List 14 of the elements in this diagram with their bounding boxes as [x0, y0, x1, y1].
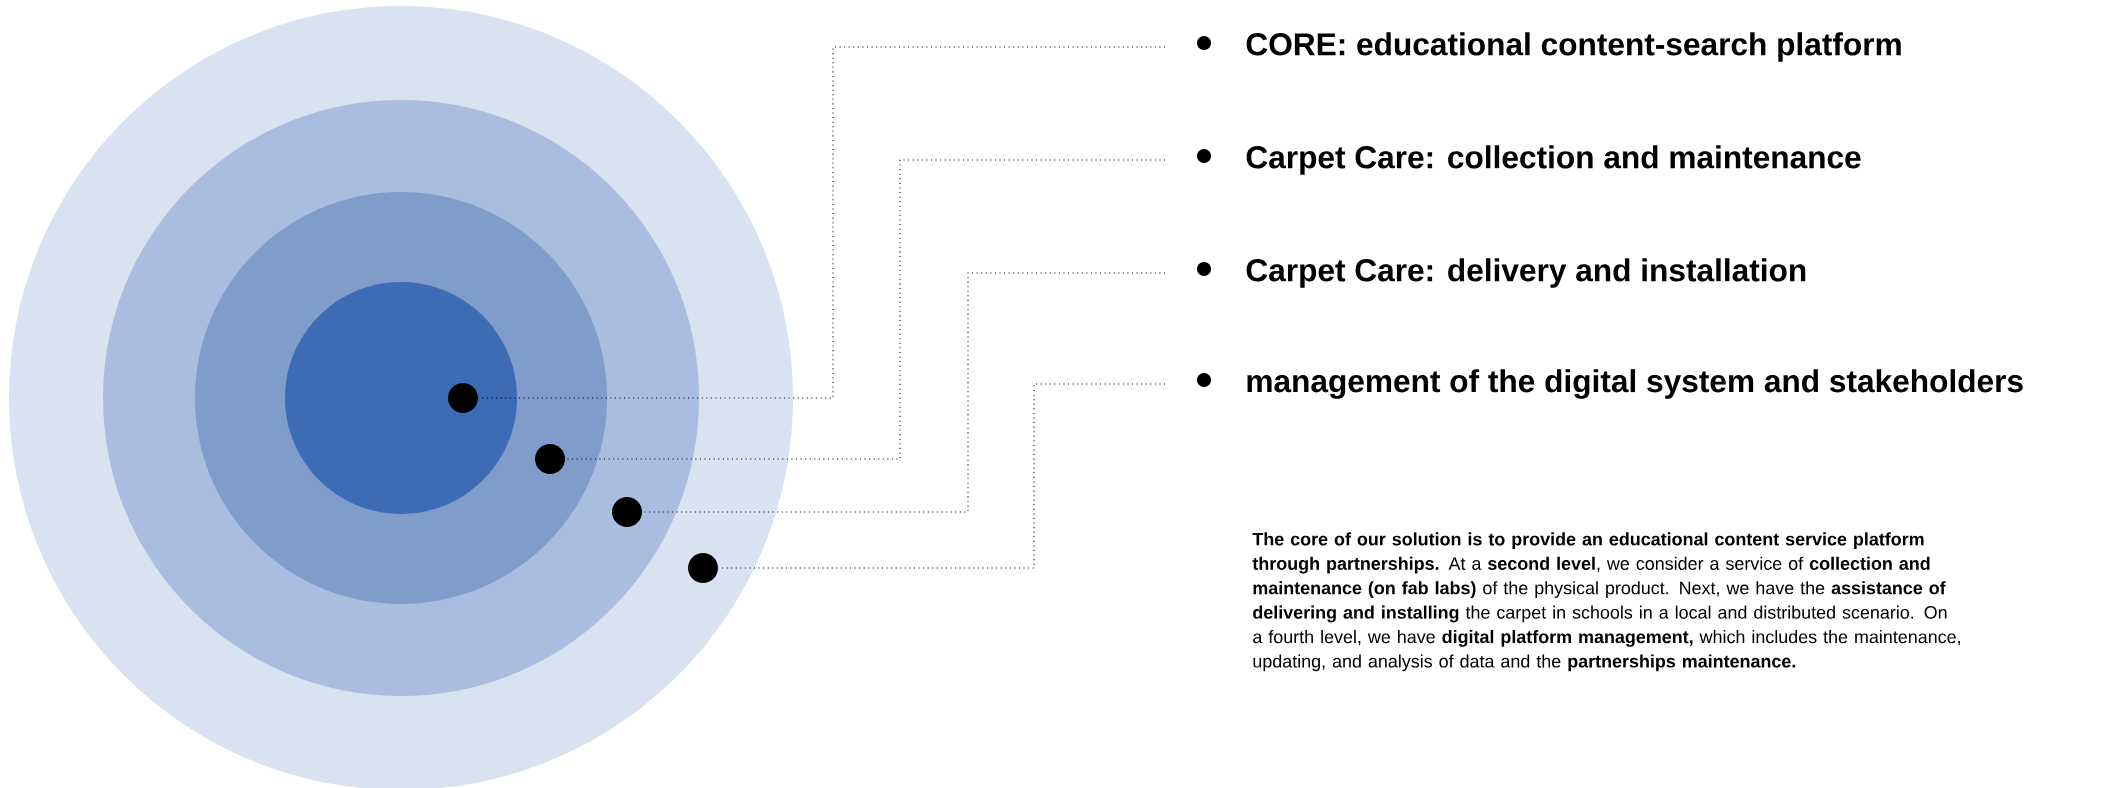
ring [285, 282, 517, 514]
description-paragraph: The core of our solution is to provide an educational content service platform through partnerships. At a second level, we consider a service of collection and maintenance (on fab labs) of the physical product. Next, we have the assistance of delivering and installing the carpet in schools in a local and distributed scenario. On a fourth level, we have digital platform management, which includes the maintenance, updating, and analysis of data and the partnerships maintenance. [1252, 532, 1960, 672]
marker-dot [535, 444, 565, 474]
leader-line [717, 383, 1166, 569]
marker-dot [612, 497, 642, 527]
bullet-item: CORE: educational content-search platform [1197, 32, 1901, 62]
bullet-item: Carpet Care: delivery and installation [1197, 258, 1806, 288]
marker-dot [448, 383, 478, 413]
leader-line [641, 272, 1166, 513]
marker-dot [688, 553, 718, 583]
leader-line [477, 46, 1166, 399]
bullet-item: Carpet Care: collection and maintenance [1197, 145, 1861, 175]
bullet-item: management of the digital system and stakeholders [1197, 369, 2023, 399]
leader-line [564, 159, 1166, 460]
